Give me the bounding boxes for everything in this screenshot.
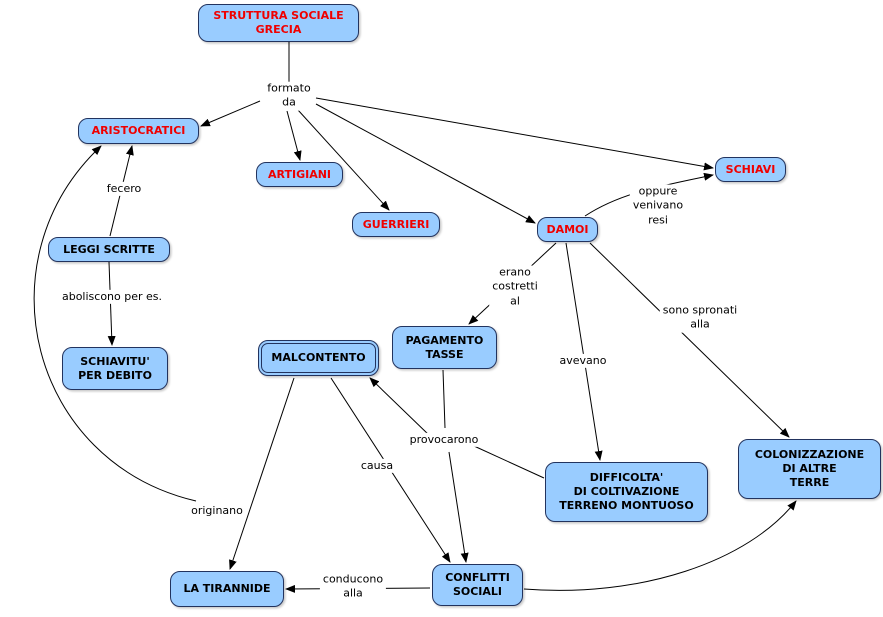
link-label-aboliscono[interactable]: aboliscono per es.: [58, 289, 166, 305]
node-difficolta-coltivazione[interactable]: DIFFICOLTA' DI COLTIVAZIONE TERRENO MONT…: [545, 462, 708, 522]
link-label-erano-costretti-al[interactable]: erano costretti al: [489, 265, 541, 309]
link-label-oppure-venivano-resi[interactable]: oppure venivano resi: [629, 184, 687, 228]
node-pagamento-tasse[interactable]: PAGAMENTO TASSE: [392, 326, 497, 369]
node-struttura-sociale-grecia[interactable]: STRUTTURA SOCIALE GRECIA: [198, 4, 359, 42]
node-aristocratici[interactable]: ARISTOCRATICI: [78, 118, 199, 144]
link-label-fecero[interactable]: fecero: [103, 181, 145, 197]
edge-formato-guerrieri: [297, 109, 390, 211]
edge-left-curve-aristocratici: [33, 145, 197, 502]
node-la-tirannide[interactable]: LA TIRANNIDE: [170, 571, 284, 607]
edge-difficolta-provocarono: [473, 445, 545, 479]
node-malcontento[interactable]: MALCONTENTO: [258, 340, 379, 376]
node-artigiani[interactable]: ARTIGIANI: [256, 162, 343, 187]
node-damoi[interactable]: DAMOI: [537, 217, 598, 242]
edge-sono-spronati: [589, 242, 790, 438]
edge-provocarono-conflitti: [448, 451, 469, 563]
node-schiavi[interactable]: SCHIAVI: [715, 157, 786, 182]
edge-avevano: [565, 242, 603, 461]
link-label-originano[interactable]: originano: [188, 503, 246, 519]
edge-provocarono-malcontento: [369, 377, 431, 437]
link-label-conducono-alla[interactable]: conducono alla: [319, 572, 387, 602]
link-label-provocarono[interactable]: provocarono: [406, 432, 482, 448]
link-label-formato-da[interactable]: formato da: [264, 81, 314, 111]
edge-formato-schiavi: [315, 97, 714, 171]
edge-formato-aristocratici: [200, 100, 261, 127]
node-schiavitu-per-debito[interactable]: SCHIAVITU' PER DEBITO: [62, 347, 168, 390]
edge-formato-damoi: [315, 103, 536, 224]
node-guerrieri[interactable]: GUERRIERI: [352, 212, 440, 237]
link-label-avevano[interactable]: avevano: [556, 353, 610, 369]
link-label-causa[interactable]: causa: [357, 458, 397, 474]
edge-tasse-provocarono: [442, 369, 446, 429]
link-label-sono-spronati-alla[interactable]: sono spronati alla: [659, 303, 741, 333]
edge-formato-artigiani: [286, 110, 302, 161]
node-conflitti-sociali[interactable]: CONFLITTI SOCIALI: [432, 564, 523, 606]
node-leggi-scritte[interactable]: LEGGI SCRITTE: [48, 237, 170, 262]
edge-originano-tirannide: [229, 377, 295, 570]
node-colonizzazione-di-altre-terre[interactable]: COLONIZZAZIONE DI ALTRE TERRE: [738, 439, 881, 499]
